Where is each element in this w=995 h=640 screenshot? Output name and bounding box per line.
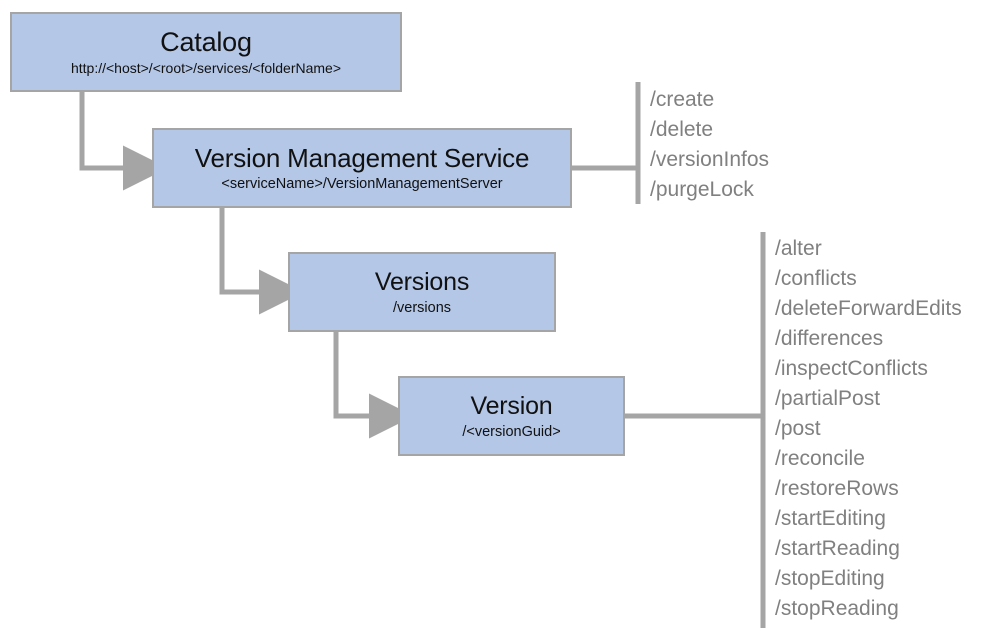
connector-catalog-to-service xyxy=(79,92,168,191)
operation-item[interactable]: /post xyxy=(775,417,821,440)
operation-item[interactable]: /startReading xyxy=(775,537,900,560)
operation-item[interactable]: /delete xyxy=(650,118,714,141)
operation-item[interactable]: /stopEditing xyxy=(775,567,885,590)
node-catalog[interactable]: Catalog http://<host>/<root>/services/<f… xyxy=(10,12,402,92)
node-catalog-path: http://<host>/<root>/services/<folderNam… xyxy=(70,59,342,76)
operation-list-version: /alter/conflicts/deleteForwardEdits/diff… xyxy=(775,234,962,624)
connector-service-to-versions xyxy=(219,208,304,315)
connector-version-to-operations xyxy=(625,232,766,628)
operation-item[interactable]: /inspectConflicts xyxy=(775,357,928,380)
connector-service-to-operations xyxy=(572,82,641,204)
operation-item[interactable]: /alter xyxy=(775,237,822,260)
operation-item[interactable]: /stopReading xyxy=(775,597,899,620)
node-version-path: /<versionGuid> xyxy=(462,423,561,440)
node-version-management-service[interactable]: Version Management Service <serviceName>… xyxy=(152,128,572,208)
operation-item[interactable]: /partialPost xyxy=(775,387,881,410)
operation-item[interactable]: /create xyxy=(650,88,715,111)
node-versions-path: /versions xyxy=(392,299,452,316)
operation-item[interactable]: /restoreRows xyxy=(775,477,899,500)
node-versions-title: Versions xyxy=(374,267,470,296)
operation-item[interactable]: /reconcile xyxy=(775,447,865,470)
operation-item[interactable]: /conflicts xyxy=(775,267,857,290)
connector-versions-to-version xyxy=(333,332,414,439)
operation-item[interactable]: /deleteForwardEdits xyxy=(775,297,962,320)
operation-item[interactable]: /differences xyxy=(775,327,884,350)
node-versions[interactable]: Versions /versions xyxy=(288,252,556,332)
node-version-management-service-path: <serviceName>/VersionManagementServer xyxy=(221,175,503,192)
node-version[interactable]: Version /<versionGuid> xyxy=(398,376,625,456)
node-version-management-service-title: Version Management Service xyxy=(194,142,530,173)
operation-list-service: /create/delete/versionInfos/purgeLock xyxy=(650,85,769,205)
operation-item[interactable]: /startEditing xyxy=(775,507,886,530)
operation-item[interactable]: /purgeLock xyxy=(650,178,754,201)
node-catalog-title: Catalog xyxy=(160,26,252,57)
operation-item[interactable]: /versionInfos xyxy=(650,148,770,171)
node-version-title: Version xyxy=(470,391,553,420)
